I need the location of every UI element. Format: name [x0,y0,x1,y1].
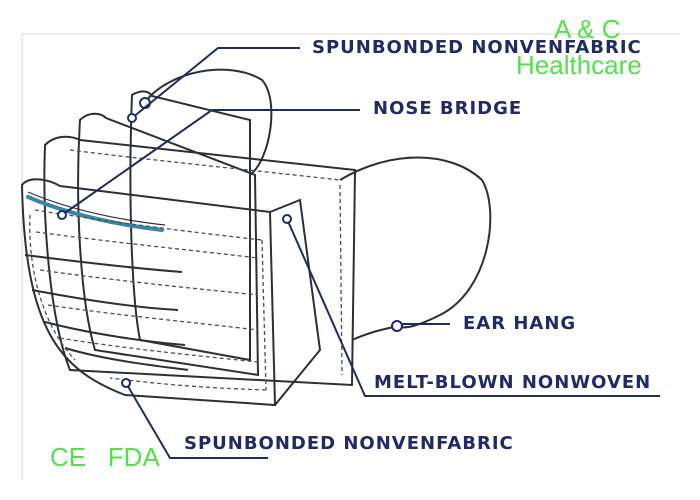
ear-loop-right [339,156,492,329]
label-ear-hang: EAR HANG [463,313,577,334]
leader-nose-bridge [61,109,360,216]
middle-layer-back [77,112,260,377]
stitch-left [29,214,76,361]
leader-outer-layer-dot [127,113,137,123]
watermark-brand-line2: Healthcare [516,50,642,80]
stitch-fill-1 [35,231,259,259]
leader-outer-layer [131,47,300,119]
ear-loop-top [144,68,273,176]
inner-layer-back [129,90,251,362]
label-melt-blown: MELT-BLOWN NONWOVEN [374,372,652,393]
leader-inner-layer-dot [121,378,131,388]
leader-nose-bridge-dot [57,210,67,220]
stitch-mid-right [339,184,343,376]
stitch-right [261,239,267,391]
stitch-top [34,209,263,241]
stitch-mid-top [69,149,341,181]
nose-wire [26,195,164,232]
pleat-2 [31,289,179,311]
pleat-1 [24,254,183,273]
ear-loop-right-anchor [391,320,403,332]
outer-layer-side [269,198,322,406]
watermark-certifications: CE FDA [50,442,160,472]
stitch-fill-4 [59,337,259,363]
pleat-4 [64,347,189,371]
watermark-brand-line1: A & C [554,14,621,44]
leader-melt-blown [286,218,660,397]
leader-inner-layer [125,382,268,459]
label-inner-spunbonded: SPUNBONDED NONVENFABRIC [184,433,514,454]
label-nose-bridge: NOSE BRIDGE [373,98,523,119]
stitch-fill-2 [39,269,259,296]
stitch-fill-3 [47,304,259,331]
nose-wire-outline [27,191,166,226]
label-outer-spunbonded: SPUNBONDED NONVENFABRIC [312,37,642,58]
outer-layer-front [20,178,277,407]
pleat-3 [44,321,186,346]
ear-loop-right-lower [351,325,399,341]
leader-melt-blown-dot [282,214,292,224]
